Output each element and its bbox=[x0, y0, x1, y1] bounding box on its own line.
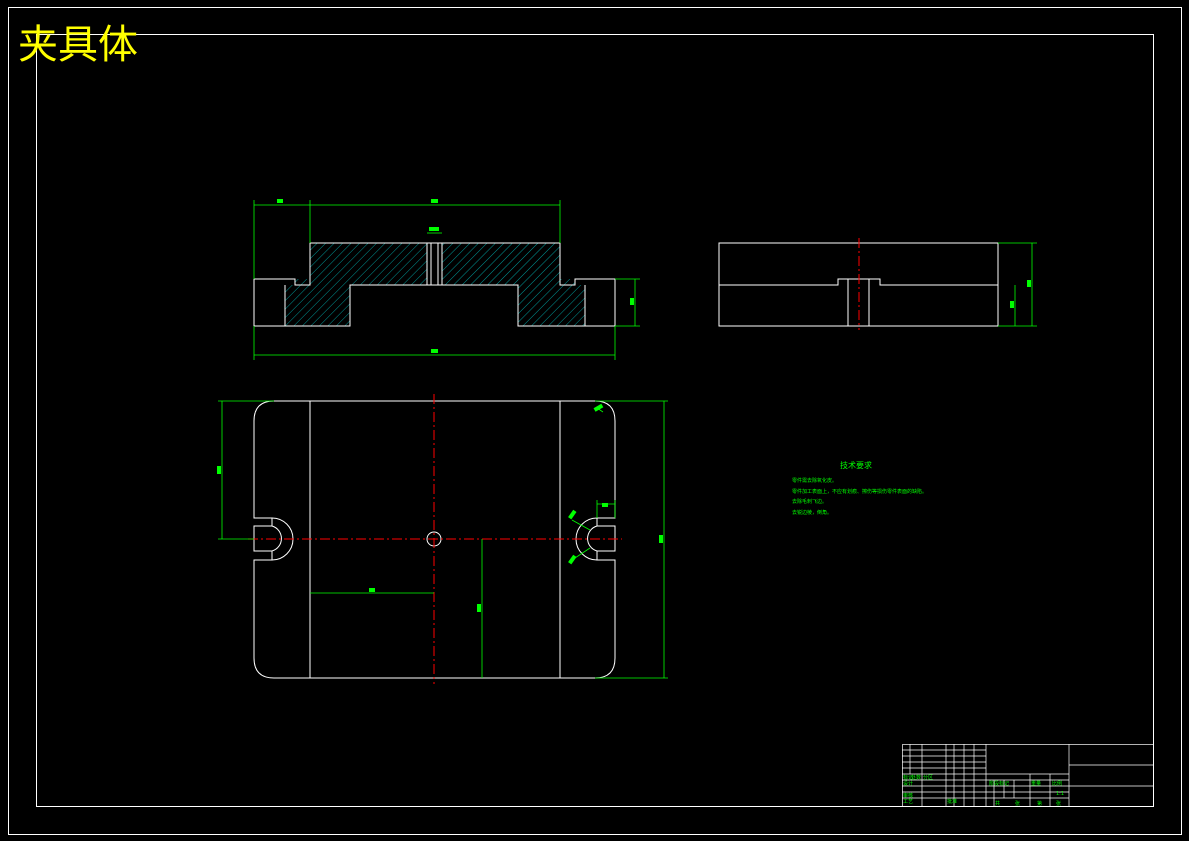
outer-frame bbox=[8, 7, 1182, 835]
tb-cell: 标记 bbox=[903, 774, 913, 781]
front-section-view bbox=[253, 199, 640, 360]
title-block bbox=[902, 744, 1154, 807]
dim-text-mark bbox=[277, 199, 283, 203]
slot-arc-left-inner bbox=[271, 525, 282, 552]
dim-text-mark bbox=[429, 227, 439, 231]
tb-cell: 工艺 bbox=[903, 799, 913, 805]
tb-cell: 阶段标记 bbox=[989, 780, 1009, 787]
dim-text-mark bbox=[568, 509, 577, 520]
tb-cell: 处数 bbox=[911, 774, 921, 781]
dim-text-mark bbox=[1010, 301, 1014, 308]
dim-text-mark bbox=[593, 403, 604, 412]
tb-cell: 张 bbox=[1056, 800, 1061, 807]
tb-cell: 设计 bbox=[903, 780, 913, 787]
dim-text-mark bbox=[431, 349, 438, 353]
tb-cell: 1:1 bbox=[1056, 791, 1064, 797]
tech-note-line: 零件加工表面上，不应有划痕、擦伤等损伤零件表面的缺陷。 bbox=[792, 488, 927, 495]
plan-view bbox=[217, 394, 668, 684]
dim-text-mark bbox=[431, 199, 438, 203]
slot-arc-right-inner bbox=[587, 525, 598, 552]
inner-border bbox=[36, 34, 1154, 807]
dim-text-mark bbox=[477, 604, 481, 612]
tb-cell: 共 bbox=[995, 800, 1000, 807]
section-outline bbox=[253, 242, 616, 327]
dim-text-mark bbox=[659, 535, 663, 543]
dim-text-mark bbox=[1027, 280, 1031, 287]
drawing-title: 夹具体 bbox=[18, 22, 138, 68]
tb-cell: 重量 bbox=[1031, 780, 1041, 787]
dim-text-mark bbox=[217, 466, 221, 474]
tb-cell: 第 bbox=[1037, 800, 1042, 807]
tech-note-line: 零件需去除氧化皮。 bbox=[792, 477, 837, 484]
title-block-text: 标记 处数 分区 设计 审核 工艺 批准 阶段标记 重量 比例 共 张 第 张 … bbox=[903, 774, 1064, 807]
tech-note-line: 去除毛刺飞边。 bbox=[792, 498, 827, 505]
tb-cell: 张 bbox=[1015, 800, 1020, 807]
tech-note-line: 去锐边棱，倒角。 bbox=[792, 509, 832, 516]
tb-cell: 比例 bbox=[1052, 780, 1062, 787]
dim-leader-r1 bbox=[571, 519, 591, 531]
dim-text-mark bbox=[602, 503, 608, 507]
tech-notes-title: 技术要求 bbox=[840, 460, 872, 470]
technical-requirements: 技术要求 零件需去除氧化皮。 零件加工表面上，不应有划痕、擦伤等损伤零件表面的缺… bbox=[792, 460, 927, 516]
dim-text-mark bbox=[369, 588, 375, 592]
tb-cell: 批准 bbox=[947, 798, 957, 805]
tb-cell: 分区 bbox=[923, 774, 933, 781]
dim-text-mark bbox=[568, 554, 577, 565]
side-view bbox=[718, 238, 1037, 330]
tb-cell: 审核 bbox=[903, 792, 913, 799]
dim-text-mark bbox=[630, 298, 634, 305]
